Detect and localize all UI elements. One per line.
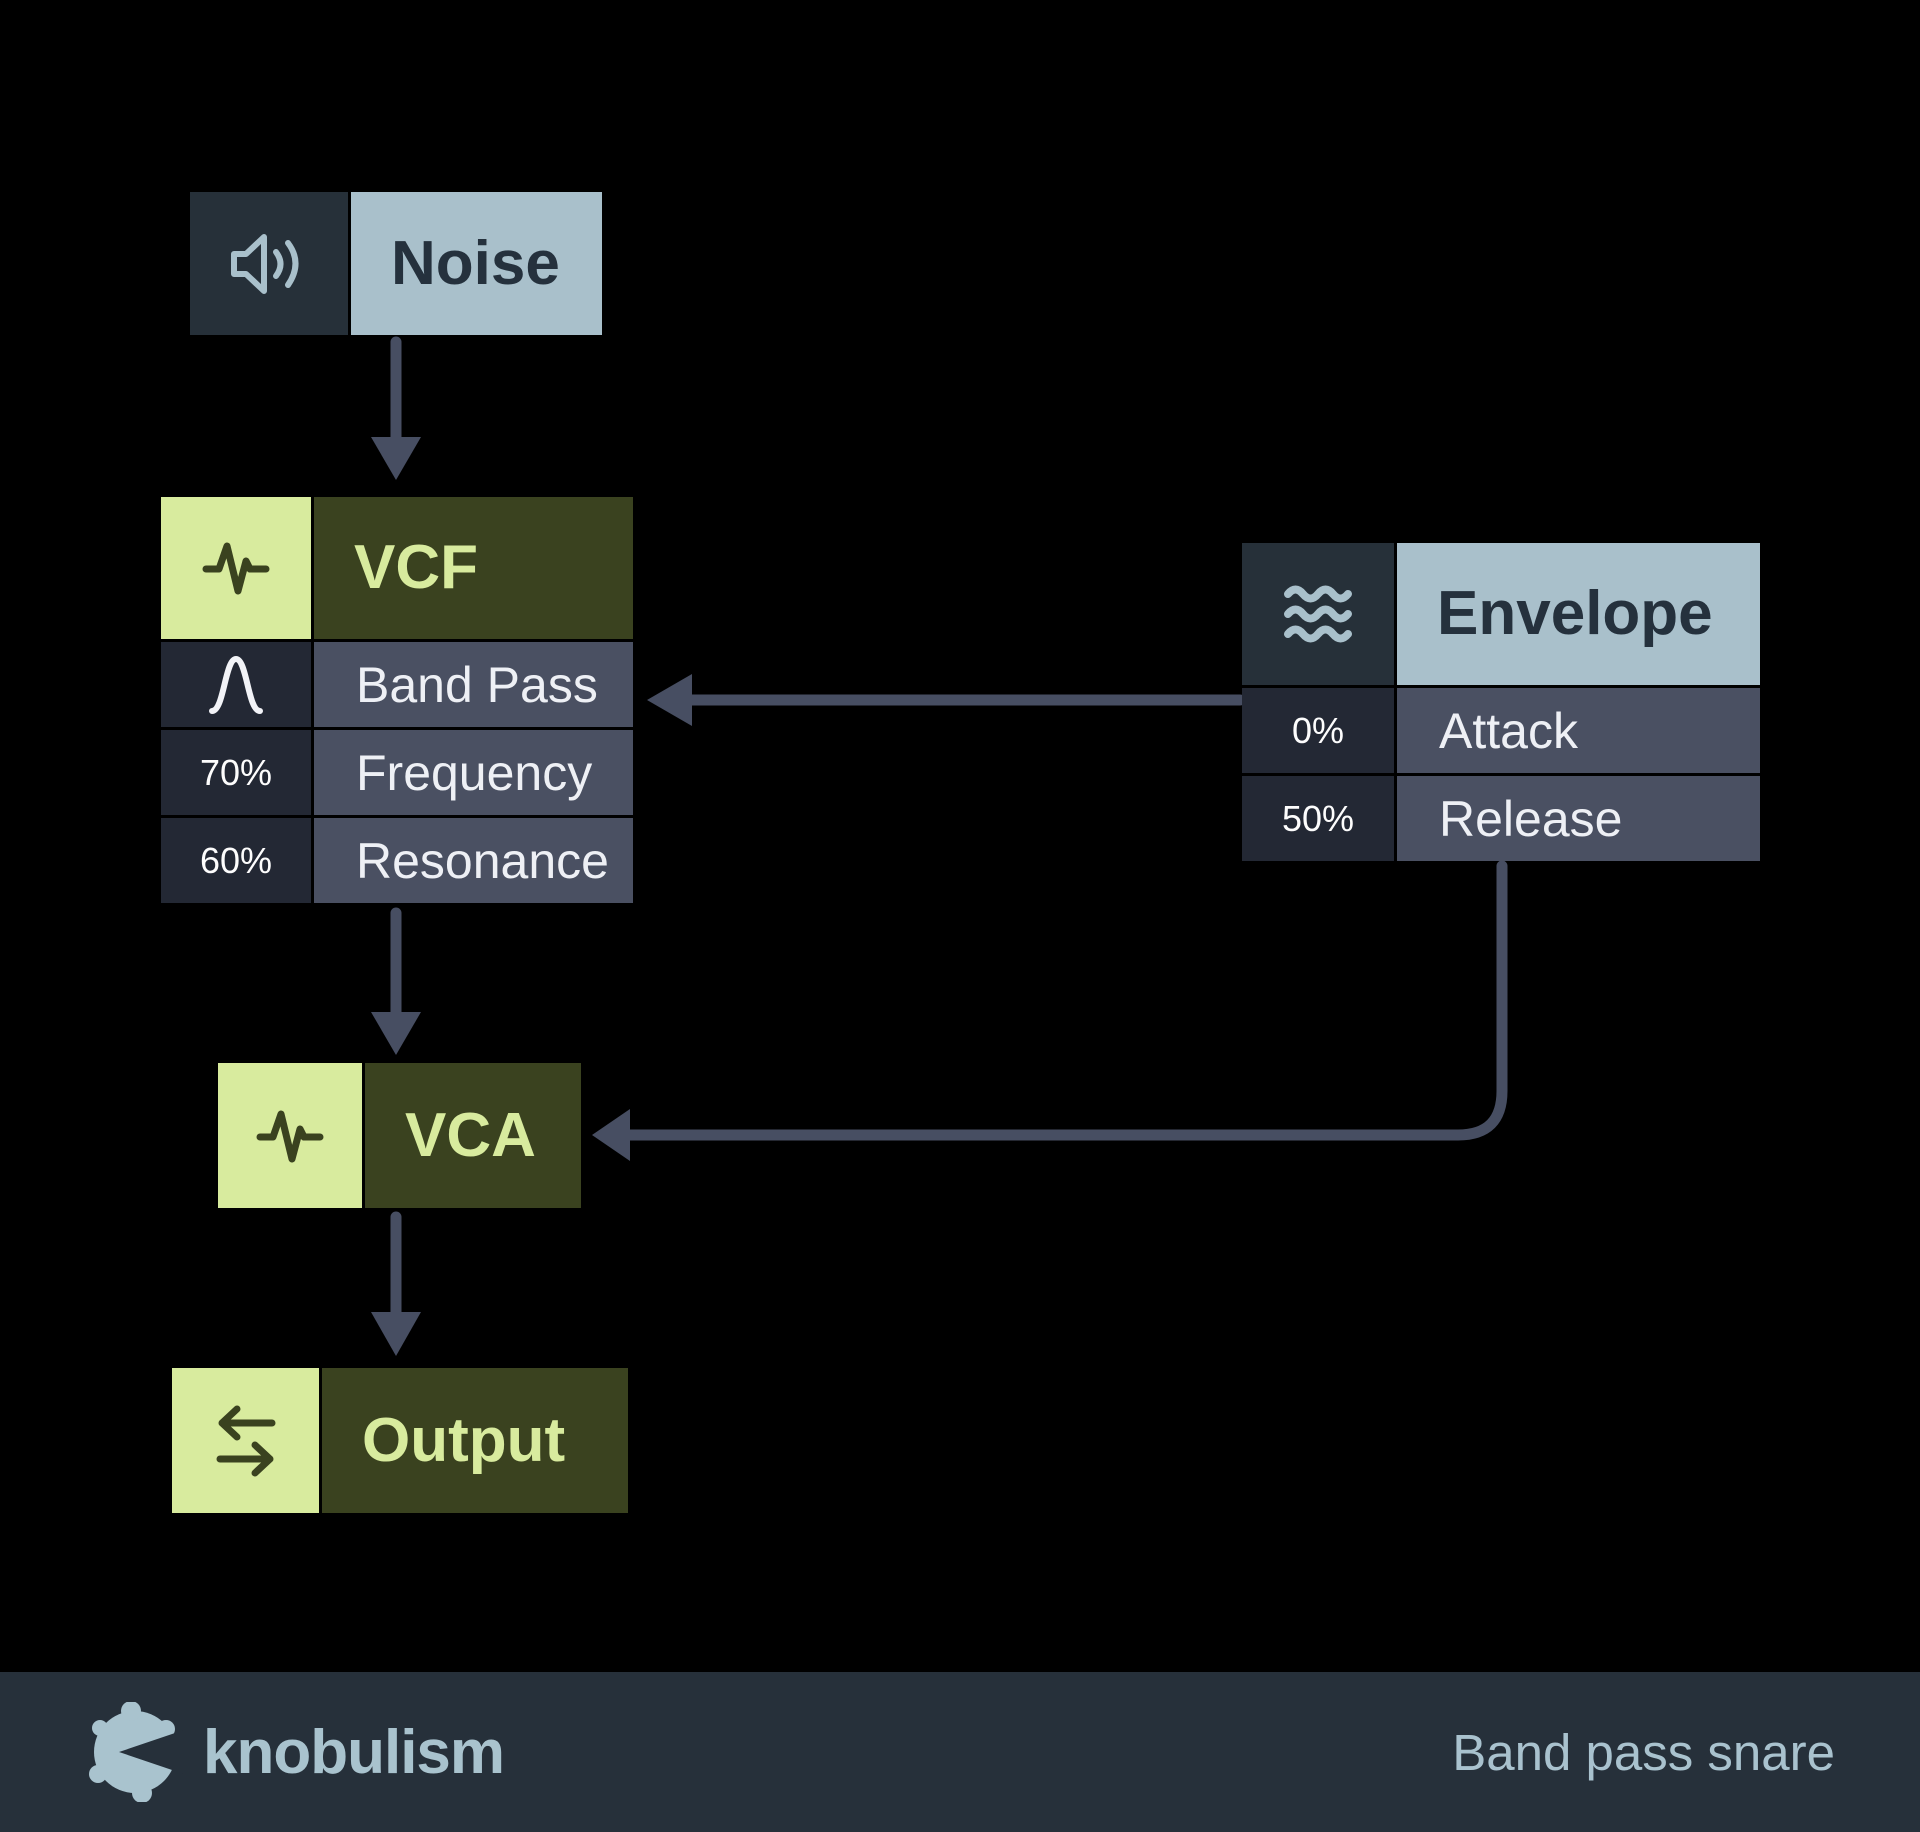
- vcf-icon-cell: [161, 497, 311, 639]
- arrow-noise-to-vcf: [371, 336, 421, 480]
- brand-name: knobulism: [203, 1717, 505, 1787]
- transfer-icon: [216, 1405, 275, 1476]
- vcf-band-pass-icon-cell: [161, 642, 311, 727]
- footer-bar: knobulism Band pass snare: [0, 1672, 1920, 1832]
- brand: knobulism: [85, 1702, 505, 1802]
- bell-curve-icon: [209, 655, 263, 714]
- envelope-row-release: Release: [1397, 776, 1760, 861]
- vcf-row-frequency: Frequency: [314, 730, 633, 815]
- block-output: Output: [172, 1368, 628, 1513]
- envelope-release-value: 50%: [1242, 776, 1394, 861]
- vca-icon-cell: [218, 1063, 362, 1208]
- arrow-vca-to-output: [371, 1211, 421, 1356]
- vcf-frequency-value: 70%: [161, 730, 311, 815]
- arrow-envelope-to-vca: [592, 860, 1508, 1161]
- noise-title: Noise: [351, 192, 602, 335]
- output-title: Output: [322, 1368, 628, 1513]
- vcf-row-band-pass: Band Pass: [314, 642, 633, 727]
- knob-gear-logo: [89, 1702, 185, 1802]
- vca-title: VCA: [365, 1063, 581, 1208]
- vcf-title: VCF: [314, 497, 633, 639]
- block-envelope: Envelope 0% Attack 50% Release: [1242, 543, 1760, 861]
- pulse-icon: [202, 542, 270, 595]
- waves-icon: [1284, 585, 1352, 643]
- arrow-vcf-to-vca: [371, 907, 421, 1055]
- noise-icon-cell: [190, 192, 348, 335]
- speaker-icon: [231, 233, 299, 294]
- footer-caption: Band pass snare: [1452, 1723, 1835, 1781]
- vcf-resonance-value: 60%: [161, 818, 311, 903]
- arrow-envelope-to-vcf: [647, 674, 1246, 726]
- block-noise: Noise: [190, 192, 602, 335]
- envelope-icon-cell: [1242, 543, 1394, 685]
- pulse-icon: [256, 1110, 324, 1162]
- envelope-attack-value: 0%: [1242, 688, 1394, 773]
- vcf-row-resonance: Resonance: [314, 818, 633, 903]
- envelope-title: Envelope: [1397, 543, 1760, 685]
- envelope-row-attack: Attack: [1397, 688, 1760, 773]
- output-icon-cell: [172, 1368, 319, 1513]
- block-vcf: VCF Band Pass 70% Frequency 60% Resonanc…: [161, 497, 633, 903]
- block-vca: VCA: [218, 1063, 581, 1208]
